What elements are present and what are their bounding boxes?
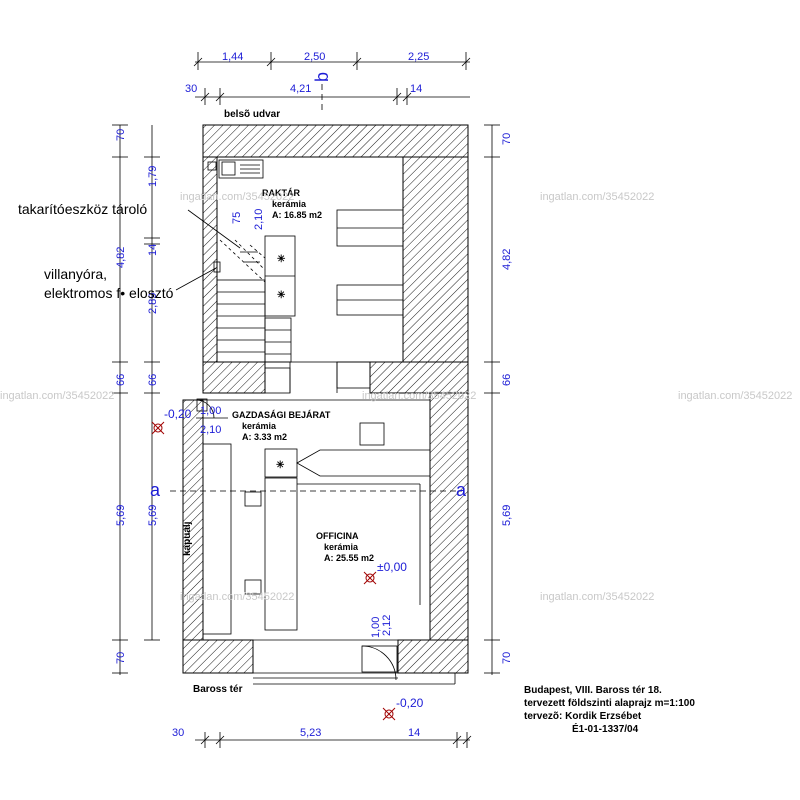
watermark-3: ingatlan.com/35452022 xyxy=(0,390,114,402)
dim-inner-3: 2,89 xyxy=(147,293,159,314)
axis-b-label: b xyxy=(312,72,332,82)
title-block-license: É1-01-1337/04 xyxy=(572,722,639,735)
dim-top-5: 4,21 xyxy=(290,83,311,95)
main-door xyxy=(361,645,398,681)
level-marker-street xyxy=(382,707,396,721)
storage-room-floor: kerámia xyxy=(272,199,307,209)
watermark-2: ingatlan.com/35452022 xyxy=(540,191,654,203)
opening-width-2: 75 xyxy=(231,212,243,224)
dim-left-4: 5,69 xyxy=(115,505,127,526)
officina-room-floor: kerámia xyxy=(324,542,359,552)
opening-width-3: 1,00 xyxy=(370,617,382,638)
officina-room-name: OFFICINA xyxy=(316,531,359,541)
interior-lines xyxy=(202,156,456,685)
dim-inner-2: 14 xyxy=(147,244,159,256)
entrance-door xyxy=(195,398,215,419)
dim-right-3: 66 xyxy=(501,374,513,386)
dim-right-4: 5,69 xyxy=(501,505,513,526)
axis-a-label-left: a xyxy=(150,480,161,500)
title-block-designer: tervezõ: Kordik Erzsébet xyxy=(524,711,642,722)
dim-right-1: 70 xyxy=(501,133,513,145)
watermark-6: ingatlan.com/35452022 xyxy=(180,591,294,603)
dim-bottom-3: 14 xyxy=(408,727,420,739)
entrance-furniture xyxy=(264,422,431,478)
title-block-address: Budapest, VIII. Baross tér 18. xyxy=(524,685,662,696)
dim-left-3: 66 xyxy=(115,374,127,386)
square-label: Baross tér xyxy=(193,684,243,695)
opening-height-2: 2,10 xyxy=(253,209,265,230)
dim-bottom-1: 30 xyxy=(172,727,184,739)
entrance-room-floor: kerámia xyxy=(242,421,277,431)
meter-note-line1: villanyóra, xyxy=(44,266,107,282)
dim-left-1: 70 xyxy=(115,129,127,141)
dim-inner-1: 1,79 xyxy=(147,166,159,187)
storage-shelves xyxy=(264,209,404,317)
right-dimension-lines xyxy=(484,124,500,675)
entrance-level: -0,20 xyxy=(164,407,192,421)
dim-right-2: 4,82 xyxy=(501,249,513,270)
building-walls xyxy=(182,124,469,674)
officina-room-area: A: 25.55 m2 xyxy=(324,553,374,563)
entrance-room-area: A: 3.33 m2 xyxy=(242,432,287,442)
officina-level: ±0,00 xyxy=(377,560,407,574)
title-block-drawing: tervezett földszinti alaprajz m=1:100 xyxy=(524,698,695,709)
watermark-1: ingatlan.com/35452022 xyxy=(180,191,294,203)
dim-inner-4: 66 xyxy=(147,374,159,386)
street-level: -0,20 xyxy=(396,696,424,710)
watermark-4: ingatlan.com/35452022 xyxy=(362,390,476,402)
dim-top-4: 30 xyxy=(185,83,197,95)
storage-room-area: A: 16.85 m2 xyxy=(272,210,322,220)
cleaning-storage-note: takarítóeszköz tároló xyxy=(18,201,147,217)
staircase xyxy=(216,239,292,363)
watermark-7: ingatlan.com/35452022 xyxy=(540,591,654,603)
storage-room-name: RAKTÁR xyxy=(262,188,300,198)
meter-leader xyxy=(175,267,217,291)
dim-bottom-2: 5,23 xyxy=(300,727,321,739)
left-dimension-lines xyxy=(112,124,160,675)
dim-top-6: 14 xyxy=(410,83,422,95)
opening-width-1: 1,00 xyxy=(200,405,221,417)
shelf-asterisk-1: ✳ xyxy=(277,254,286,265)
meter-box-icon xyxy=(213,261,221,273)
bottom-dimension-line xyxy=(195,732,472,748)
dim-top-1: 1,44 xyxy=(222,51,243,63)
level-marker-entrance xyxy=(151,421,165,435)
officina-furniture xyxy=(202,443,421,635)
opening-height-1: 2,10 xyxy=(200,424,221,436)
dim-right-5: 70 xyxy=(501,652,513,664)
dim-left-2: 4,82 xyxy=(115,247,127,268)
watermark-5: ingatlan.com/35452022 xyxy=(678,390,792,402)
courtyard-label: belsõ udvar xyxy=(224,109,280,120)
entrance-room-name: GAZDASÁGI BEJÁRAT xyxy=(232,410,331,420)
sink-icon xyxy=(207,159,264,179)
dim-left-5: 70 xyxy=(115,652,127,664)
dim-inner-5: 5,69 xyxy=(147,505,159,526)
shelf-asterisk-2: ✳ xyxy=(277,290,286,301)
cleaning-storage-leader xyxy=(187,209,241,249)
counter-asterisk: ✳ xyxy=(276,460,285,471)
dim-top-3: 2,25 xyxy=(408,51,429,63)
meter-note-line2: elektromos f• elosztó xyxy=(44,285,174,301)
level-marker-officina xyxy=(363,571,377,585)
gateway-label: kapualj xyxy=(182,521,193,556)
top-dimension-lines xyxy=(193,52,471,105)
opening-height-3: 2,12 xyxy=(381,615,393,636)
axis-a-label-right: a xyxy=(456,480,467,500)
dim-top-2: 2,50 xyxy=(304,51,325,63)
